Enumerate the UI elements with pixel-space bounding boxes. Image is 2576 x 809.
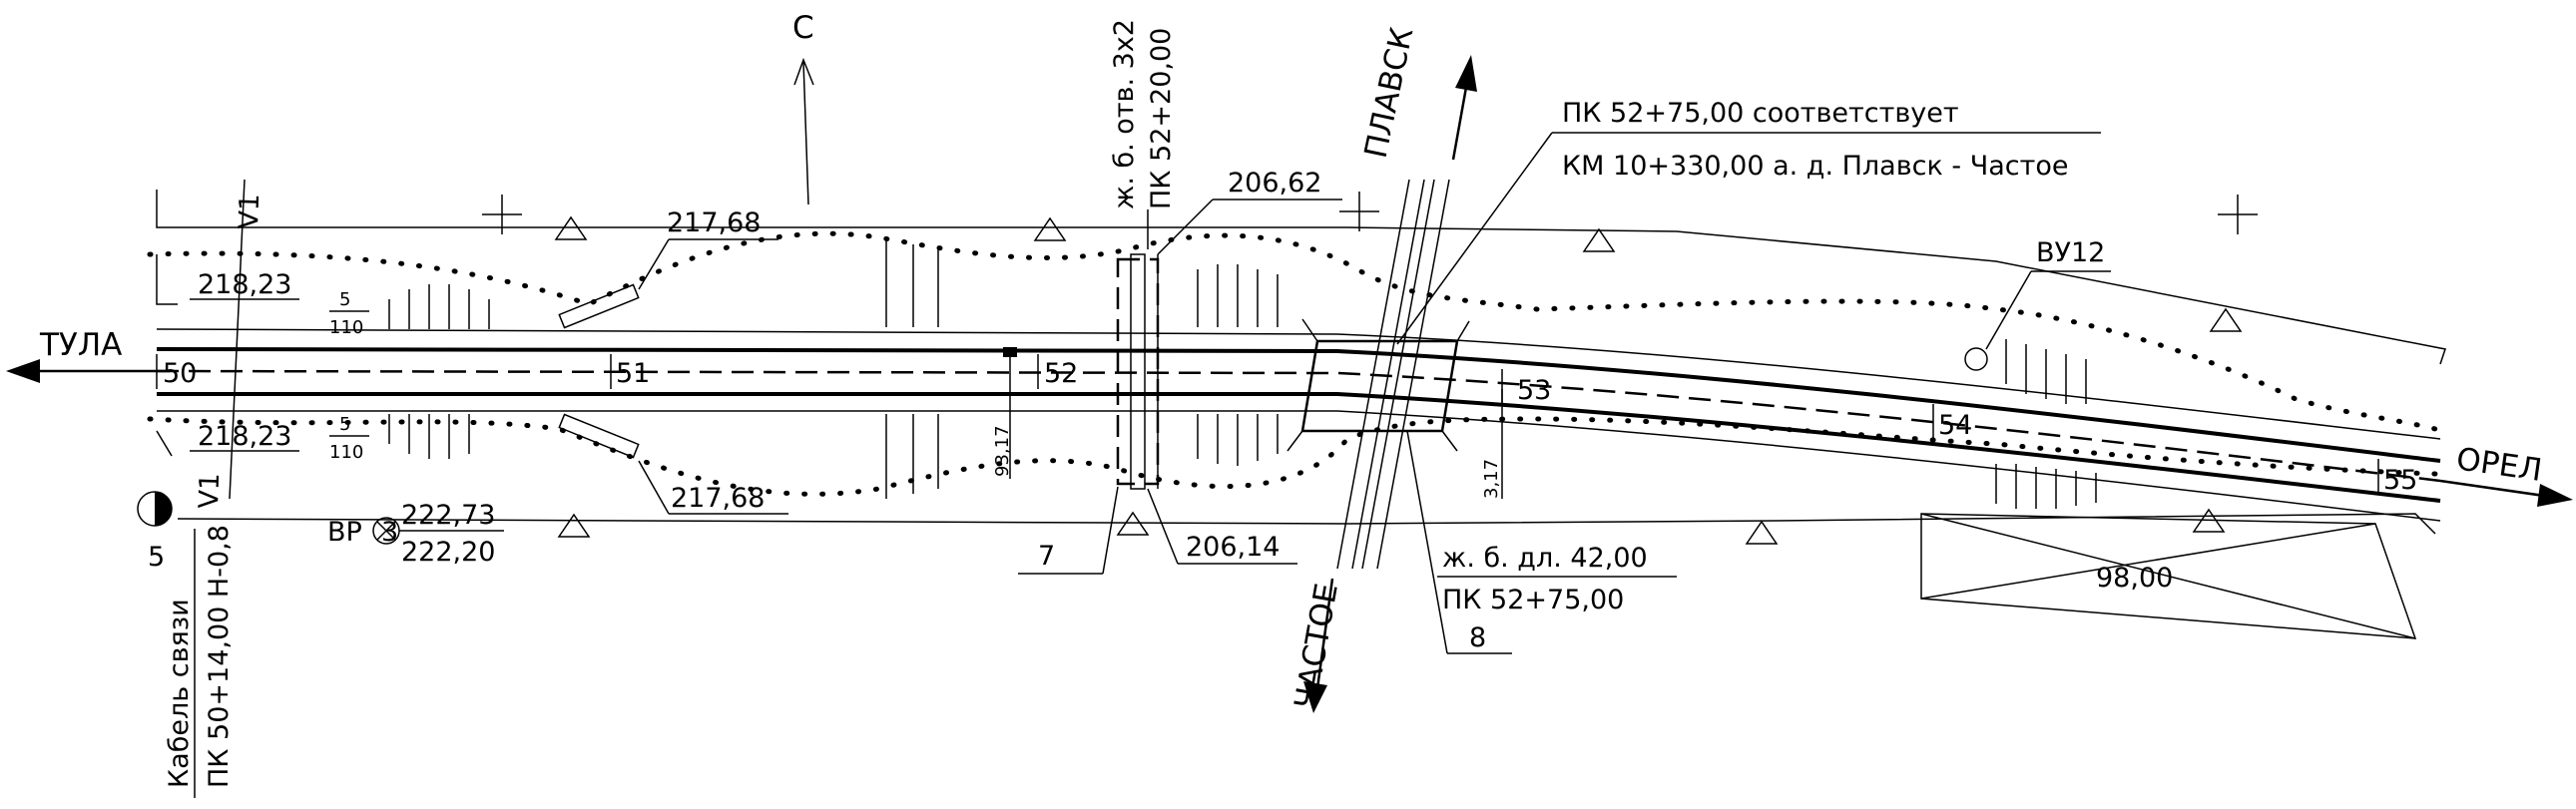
- grid-crosses: [482, 192, 2258, 234]
- right-of-way-dots: [147, 230, 2438, 497]
- svg-text:93,17: 93,17: [992, 425, 1013, 477]
- svg-text:5: 5: [339, 289, 350, 310]
- svg-text:ПК 52+20,00: ПК 52+20,00: [1146, 28, 1177, 209]
- correspondence-note: ПК 52+75,00 соответствует КМ 10+330,00 а…: [1396, 98, 2101, 345]
- marker-triangle: [557, 513, 591, 538]
- svg-text:V1: V1: [194, 473, 226, 510]
- marker-triangle: [2209, 307, 2243, 332]
- pickets: 50 51 52 53 54 55: [156, 354, 2417, 496]
- offsets: 93,17 3,17: [992, 347, 1503, 499]
- bridge-note: 8 ж. б. дл. 42,00 ПК 52+75,00: [1406, 430, 1677, 654]
- north-arrow: С: [792, 10, 814, 205]
- svg-text:ПК 52+75,00 соответствует: ПК 52+75,00 соответствует: [1562, 98, 1959, 129]
- svg-text:222,73: 222,73: [401, 500, 495, 531]
- svg-text:110: 110: [329, 442, 363, 463]
- survey-boundaries: [156, 190, 2446, 545]
- svg-text:ВР: ВР: [327, 517, 362, 548]
- svg-text:ж. б. отв. 3х2: ж. б. отв. 3х2: [1109, 19, 1140, 209]
- marker-triangle: [1745, 520, 1779, 545]
- svg-text:3: 3: [381, 517, 398, 548]
- marker-triangle: [1033, 216, 1067, 241]
- svg-text:ВУ12: ВУ12: [2036, 237, 2105, 268]
- embankment-hatching: [388, 239, 2097, 509]
- svg-text:ПК 50+14,00 Н-0,8: ПК 50+14,00 Н-0,8: [204, 525, 235, 788]
- svg-text:54: 54: [1938, 410, 1972, 441]
- svg-text:206,14: 206,14: [1186, 532, 1280, 563]
- svg-text:222,20: 222,20: [401, 537, 495, 568]
- svg-text:ж. б. дл. 42,00: ж. б. дл. 42,00: [1442, 543, 1648, 574]
- culvert-callouts: 206,62 206,14 7 ж. б. отв. 3х2 ПК 52+20,…: [1018, 19, 1342, 575]
- svg-text:3,17: 3,17: [1481, 459, 1502, 499]
- marker-triangle: [1582, 227, 1616, 252]
- plavsk-label: ПЛАВСК: [1358, 24, 1421, 161]
- svg-text:V1: V1: [234, 194, 265, 230]
- chastoe-label: ЧАСТОЕ: [1288, 581, 1345, 711]
- svg-text:218,23: 218,23: [198, 421, 291, 452]
- svg-text:98,00: 98,00: [2096, 563, 2173, 594]
- cable-note: 5 Кабель связи ПК 50+14,00 Н-0,8: [137, 491, 235, 798]
- svg-text:7: 7: [1038, 541, 1055, 572]
- marker-triangle: [554, 215, 588, 240]
- svg-text:51: 51: [616, 358, 650, 389]
- tula-label: ТУЛА: [39, 327, 122, 363]
- svg-text:217,68: 217,68: [667, 207, 761, 238]
- vu12-marker: ВУ12: [1964, 237, 2111, 371]
- railway-tracks: [156, 328, 2441, 522]
- svg-text:5: 5: [148, 542, 165, 573]
- svg-text:5: 5: [339, 414, 350, 435]
- benchmark: ВР 3 222,73 222,20: [327, 500, 504, 568]
- svg-text:206,62: 206,62: [1228, 168, 1321, 199]
- north-label: С: [792, 10, 814, 46]
- direction-arrows: ТУЛА ОРЕЛ: [6, 327, 2573, 507]
- orel-label: ОРЕЛ: [2454, 441, 2544, 489]
- mid-elevations: 217,68 217,68: [558, 207, 788, 515]
- svg-text:Кабель связи: Кабель связи: [164, 599, 195, 788]
- svg-text:218,23: 218,23: [198, 269, 291, 300]
- svg-text:50: 50: [163, 358, 197, 389]
- right-box: 98,00: [1920, 513, 2417, 639]
- culvert: [1116, 253, 1160, 490]
- svg-text:КМ 10+330,00 а. д. Плавск - Ч: КМ 10+330,00 а. д. Плавск - Частое: [1562, 151, 2068, 182]
- svg-text:ПК 52+75,00: ПК 52+75,00: [1442, 585, 1624, 615]
- svg-text:55: 55: [2383, 465, 2417, 496]
- svg-text:110: 110: [329, 317, 363, 338]
- left-elevations: 218,23 218,23 5 110 5 110 V1 V1: [190, 179, 369, 510]
- marker-triangle: [1116, 511, 1150, 536]
- svg-text:53: 53: [1517, 375, 1551, 406]
- svg-text:52: 52: [1044, 358, 1078, 389]
- svg-text:8: 8: [1469, 622, 1486, 653]
- svg-text:217,68: 217,68: [671, 483, 765, 514]
